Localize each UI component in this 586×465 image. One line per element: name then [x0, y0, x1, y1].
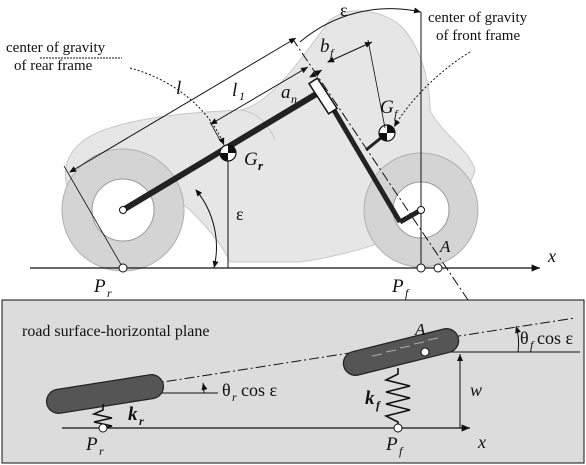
- front-cg-callout: [393, 51, 471, 128]
- front-hub: [417, 206, 425, 214]
- svg-text:cos ε: cos ε: [241, 380, 277, 400]
- svg-text:G: G: [244, 149, 258, 170]
- dim-l-line: [69, 37, 297, 173]
- svg-text:f: f: [405, 286, 410, 300]
- svg-text:r: r: [258, 158, 264, 173]
- svg-text:b: b: [320, 36, 330, 57]
- svg-text:f: f: [394, 107, 399, 121]
- rear-cg-callout: [129, 67, 225, 146]
- contact-point-rear-bottom: [98, 423, 108, 433]
- svg-text:P: P: [385, 434, 398, 455]
- rear-spring: [91, 404, 113, 429]
- label-l1: l 1: [232, 80, 245, 103]
- label-Pf-bottom: P f: [385, 434, 404, 458]
- label-Gf: G f: [380, 97, 399, 121]
- svg-text:r: r: [232, 390, 237, 404]
- label-Gr: G r: [244, 149, 264, 173]
- svg-text:f: f: [399, 444, 404, 458]
- svg-text:1: 1: [239, 89, 245, 103]
- contact-point-front: [416, 263, 426, 273]
- label-epsilon-angle: ε: [236, 204, 244, 224]
- dim-l-extension-rear: [63, 165, 124, 269]
- svg-text:r: r: [107, 286, 112, 300]
- label-A-bottom: A: [414, 320, 426, 339]
- svg-text:l: l: [232, 80, 237, 101]
- svg-text:P: P: [391, 276, 404, 297]
- label-kr: k r: [128, 404, 144, 428]
- label-Pr-bottom: P r: [85, 434, 104, 458]
- point-A-bottom: [420, 347, 430, 357]
- front-cg-symbol: [378, 124, 396, 142]
- svg-text:f: f: [376, 398, 381, 412]
- rear-tire-section: [45, 374, 165, 414]
- contact-point-front-bottom: [393, 423, 403, 433]
- svg-text:P: P: [93, 276, 106, 297]
- label-Pr-top: P r: [93, 276, 112, 300]
- dim-bf-line: [327, 41, 373, 63]
- steering-head: [307, 77, 339, 115]
- label-kf: k f: [365, 388, 381, 412]
- svg-text:P: P: [85, 434, 98, 455]
- rear-hub: [119, 206, 127, 214]
- epsilon-arc-top: [299, 7, 422, 43]
- contact-point-A: [433, 263, 443, 273]
- label-l: l: [176, 78, 181, 99]
- svg-text:cos ε: cos ε: [537, 328, 573, 348]
- label-bf: b f: [320, 36, 335, 60]
- front-fork-axle-link: [398, 207, 423, 225]
- contact-point-rear: [118, 263, 128, 273]
- svg-text:n: n: [291, 92, 297, 106]
- svg-text:θ: θ: [222, 380, 231, 400]
- theta-f-arc: [515, 325, 521, 353]
- svg-text:r: r: [139, 414, 144, 428]
- label-theta-r: θ r cos ε: [222, 380, 277, 404]
- front-spring: [383, 368, 411, 428]
- svg-text:f: f: [330, 46, 335, 60]
- svg-text:k: k: [365, 388, 375, 409]
- svg-text:k: k: [128, 404, 138, 425]
- steering-axis: [291, 37, 469, 301]
- cg-front-text-1: center of gravity: [428, 10, 528, 26]
- label-an: a n: [281, 82, 297, 106]
- svg-text:r: r: [99, 444, 104, 458]
- front-fork-bar: [322, 93, 403, 224]
- front-tire-tread: [371, 337, 439, 357]
- rear-cg-symbol: [219, 144, 237, 162]
- svg-text:f: f: [530, 338, 535, 352]
- cg-rear-text-2: of rear frame: [14, 58, 93, 74]
- dim-bf-ext: [367, 39, 386, 129]
- label-w: w: [470, 380, 482, 400]
- label-x-bottom: x: [477, 432, 486, 452]
- theta-r-arc: [201, 382, 208, 394]
- road-plane-title: road surface-horizontal plane: [22, 323, 209, 340]
- svg-text:G: G: [380, 97, 394, 118]
- road-plane-panel: [1, 299, 585, 464]
- label-theta-f: θ f cos ε: [520, 328, 573, 352]
- label-Pf-top: P f: [391, 276, 410, 300]
- epsilon-arc-bottom: [195, 189, 219, 269]
- label-x-top: x: [547, 246, 556, 266]
- svg-text:a: a: [281, 82, 291, 103]
- label-epsilon-top: ε: [340, 0, 348, 20]
- cg-front-text-2: of front frame: [436, 28, 520, 44]
- dim-l1-line: [210, 66, 309, 125]
- svg-text:θ: θ: [520, 328, 529, 348]
- cg-rear-text-1: center of gravity: [6, 40, 106, 56]
- front-tire-section: [342, 328, 460, 376]
- dim-an-line: [309, 69, 323, 78]
- label-A-top: A: [439, 237, 451, 256]
